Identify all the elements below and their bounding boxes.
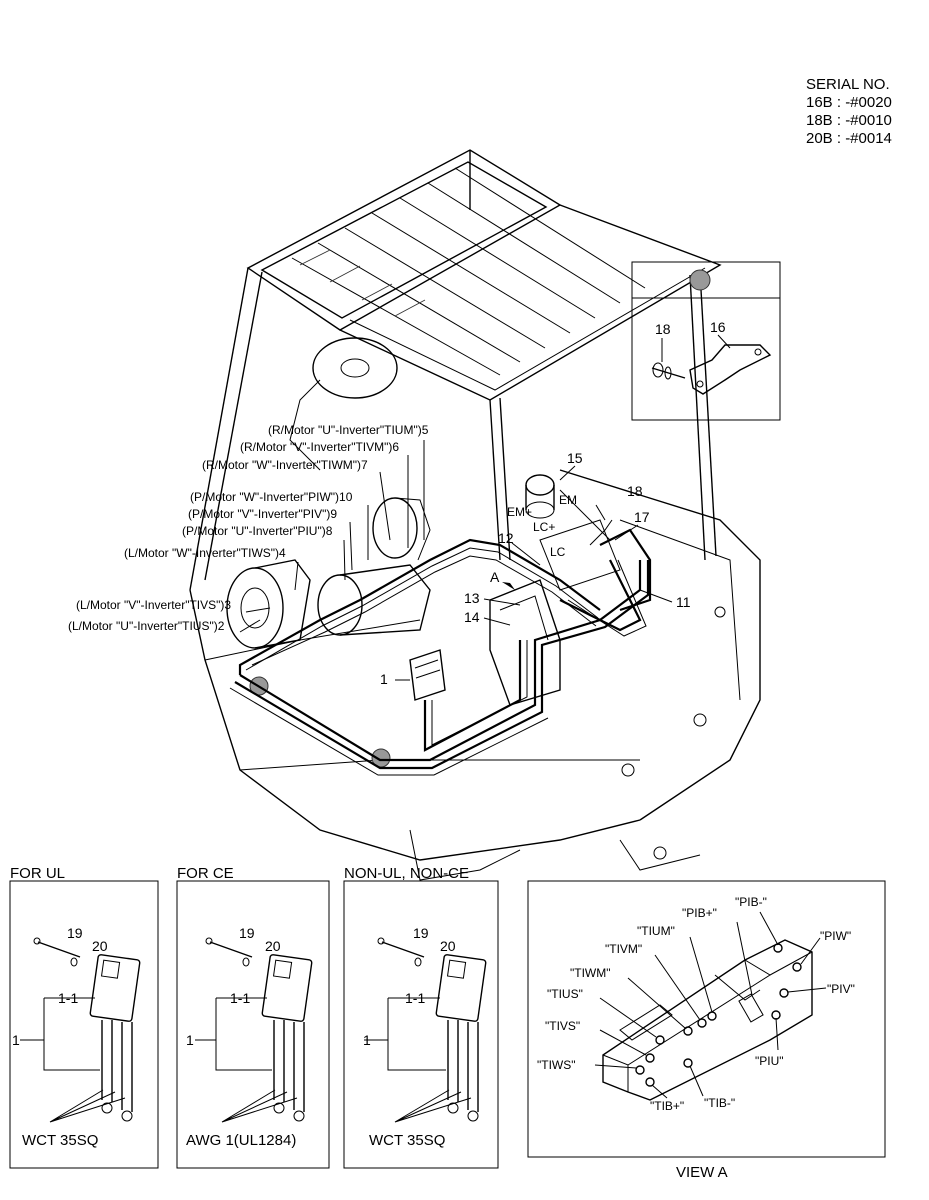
view-a-piu: "PIU"	[755, 1054, 784, 1068]
panel-non-wire: WCT 35SQ	[369, 1132, 445, 1149]
callout-5: (R/Motor "U"-Inverter"TIUM")5	[268, 423, 429, 437]
panel-ul-1-1: 1-1	[58, 990, 78, 1006]
panel-ce-1-1: 1-1	[230, 990, 250, 1006]
callout-18-detail: 18	[655, 321, 671, 337]
serial-line-16b: 16B : -#0020	[806, 94, 892, 111]
panel-non-ul-non-ce: NON-UL, NON-CE 19 20 1-1 1 WCT 35SQ	[343, 865, 499, 1169]
callout-13: 13	[464, 590, 480, 606]
callout-12: 12	[498, 530, 514, 546]
panel-ce-20: 20	[265, 938, 281, 954]
panel-ul-19: 19	[67, 925, 83, 941]
panel-ul-title: FOR UL	[10, 865, 65, 882]
callout-6: (R/Motor "V"-Inverter"TIVM")6	[240, 440, 399, 454]
panel-non-1-1: 1-1	[405, 990, 425, 1006]
view-a-marker: A	[490, 569, 500, 585]
callout-4: (L/Motor "W"-Inverter"TIWS")4	[124, 546, 286, 560]
view-a-tib-minus: "TIB-"	[704, 1096, 735, 1110]
callout-1: 1	[380, 671, 388, 687]
callout-16: 16	[710, 319, 726, 335]
view-a-terminals	[635, 943, 802, 1087]
panel-ce-title: FOR CE	[177, 865, 234, 882]
callout-3: (L/Motor "V"-Inverter"TIVS")3	[76, 598, 231, 612]
view-a-tiws: "TIWS"	[537, 1058, 576, 1072]
view-a-tib-plus: "TIB+"	[650, 1099, 684, 1113]
callout-18: 18	[627, 483, 643, 499]
view-a-panel: "PIB+" "PIB-" "TIUM" "PIW" "TIVM" "TIWM"…	[527, 880, 886, 1158]
view-a-tium: "TIUM"	[637, 924, 675, 938]
callout-10: (P/Motor "W"-Inverter"PIW")10	[190, 490, 353, 504]
callout-7: (R/Motor "W"-Inverter"TIWM")7	[202, 458, 368, 472]
view-a-pib-plus: "PIB+"	[682, 906, 717, 920]
callout-11: 11	[676, 594, 691, 610]
view-a-tiwm: "TIWM"	[570, 966, 611, 980]
panel-ul-20: 20	[92, 938, 108, 954]
view-a-tius: "TIUS"	[547, 987, 583, 1001]
panel-for-ul: FOR UL 19 20 1-1 1 WCT 35SQ	[9, 865, 159, 1169]
bracket-detail-box: 18 16	[631, 261, 781, 421]
panel-ul-1: 1	[12, 1032, 20, 1048]
callout-8: (P/Motor "U"-Inverter"PIU")8	[182, 524, 333, 538]
view-a-caption: VIEW A	[676, 1164, 728, 1181]
panel-ce-19: 19	[239, 925, 255, 941]
cable-harness	[229, 489, 652, 776]
serial-line-20b: 20B : -#0014	[806, 130, 892, 147]
serial-line-18b: 18B : -#0010	[806, 112, 892, 129]
label-lc-plus: LC+	[533, 520, 555, 534]
view-a-piv: "PIV"	[827, 982, 855, 996]
panel-ce-1: 1	[186, 1032, 194, 1048]
callout-17: 17	[634, 509, 650, 525]
label-em-plus: EM+	[507, 505, 532, 519]
label-lc: LC	[550, 545, 566, 559]
panel-ce-wire: AWG 1(UL1284)	[186, 1132, 296, 1149]
callout-labels: (R/Motor "U"-Inverter"TIUM")5 (R/Motor "…	[68, 423, 691, 687]
panel-non-20: 20	[440, 938, 456, 954]
view-a-pib-minus: "PIB-"	[735, 895, 767, 909]
callout-14: 14	[464, 609, 480, 625]
panel-non-1: 1	[363, 1032, 371, 1048]
callout-2: (L/Motor "U"-Inverter"TIUS")2	[68, 619, 225, 633]
callout-15: 15	[567, 450, 583, 466]
view-a-tivs: "TIVS"	[545, 1019, 580, 1033]
serial-title: SERIAL NO.	[806, 76, 890, 93]
callout-9: (P/Motor "V"-Inverter"PIV")9	[188, 507, 337, 521]
panel-non-title: NON-UL, NON-CE	[344, 865, 469, 882]
panel-non-19: 19	[413, 925, 429, 941]
view-a-tivm: "TIVM"	[605, 942, 642, 956]
serial-number-block: SERIAL NO. 16B : -#0020 18B : -#0010 20B…	[806, 76, 892, 148]
forklift-illustration	[189, 149, 761, 881]
panel-for-ce: FOR CE 19 20 1-1 1 AWG 1(UL1284)	[176, 865, 330, 1169]
view-a-piw: "PIW"	[820, 929, 851, 943]
label-em: EM	[559, 493, 577, 507]
panel-ul-wire: WCT 35SQ	[22, 1132, 98, 1149]
